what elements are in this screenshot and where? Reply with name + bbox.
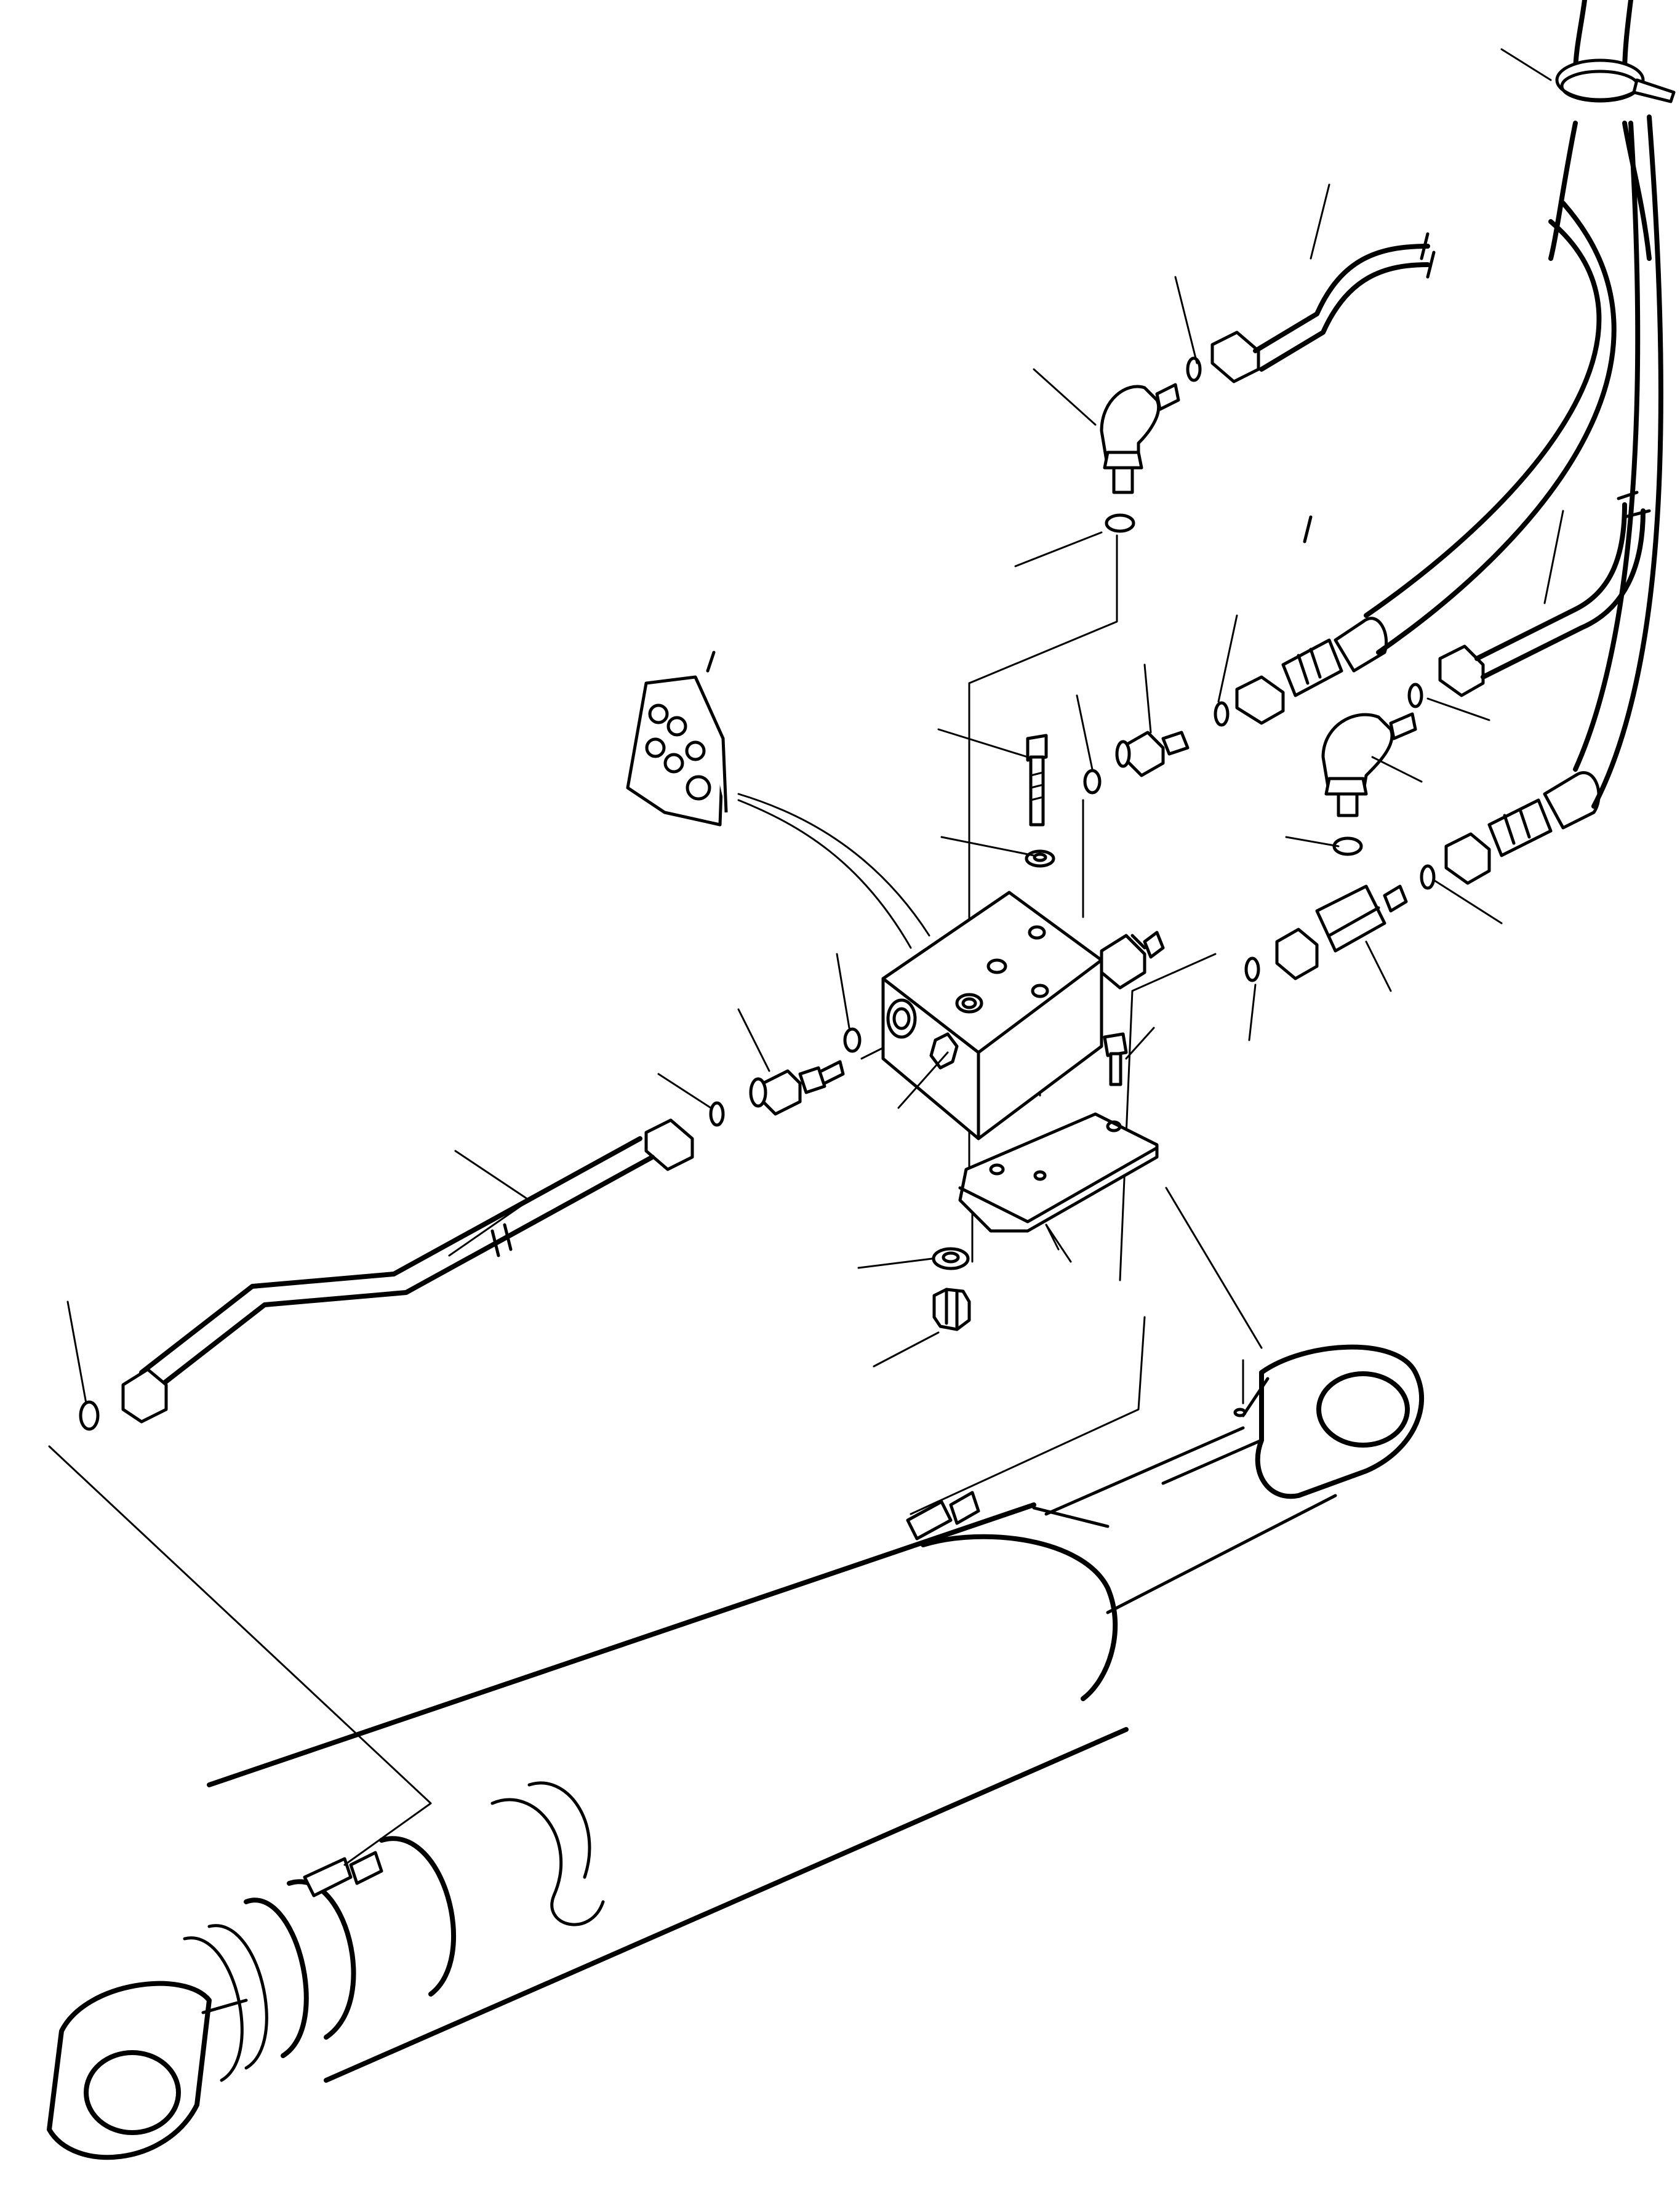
hose-clamp — [1555, 58, 1676, 103]
elbow-fitting-right — [1321, 712, 1417, 817]
valve-block — [881, 891, 1165, 1140]
rigid-pipe-right — [1438, 491, 1651, 697]
seal-kit — [626, 651, 930, 949]
bolt-long — [1026, 734, 1048, 827]
seal-ring-lower-pipe — [709, 1101, 725, 1127]
seal-ring-check-right — [1420, 864, 1436, 890]
check-valve-fitting — [1275, 884, 1408, 980]
elbow-fitting-upper — [1100, 383, 1180, 494]
grease-nipple-right — [906, 1491, 980, 1541]
rigid-pipe-lower — [79, 1118, 694, 1431]
grease-nipple-left — [303, 1851, 383, 1897]
rigid-pipe-upper — [1210, 232, 1436, 383]
seal-ring-right-pipe — [1407, 683, 1423, 708]
washer-plug — [932, 1247, 970, 1270]
mounting-bracket — [958, 1112, 1159, 1251]
washer-bolt — [1025, 849, 1055, 868]
hydraulic-cylinder — [47, 1344, 1424, 2160]
hose-upper — [1235, 201, 1617, 725]
straight-adapter-left — [749, 1060, 845, 1116]
seal-ring-top-right — [1214, 701, 1230, 727]
seal-ring-top-left — [1083, 769, 1102, 795]
callout-leaders — [66, 48, 1564, 1405]
hose-lower — [1444, 114, 1663, 885]
plug — [932, 1288, 971, 1331]
seal-ring-check-left — [1244, 956, 1260, 982]
straight-adapter-top — [1115, 731, 1190, 777]
hose-top-lower-run — [1548, 121, 1652, 261]
seal-ring-block-left — [843, 1027, 862, 1053]
bolt-short — [1103, 1032, 1128, 1086]
